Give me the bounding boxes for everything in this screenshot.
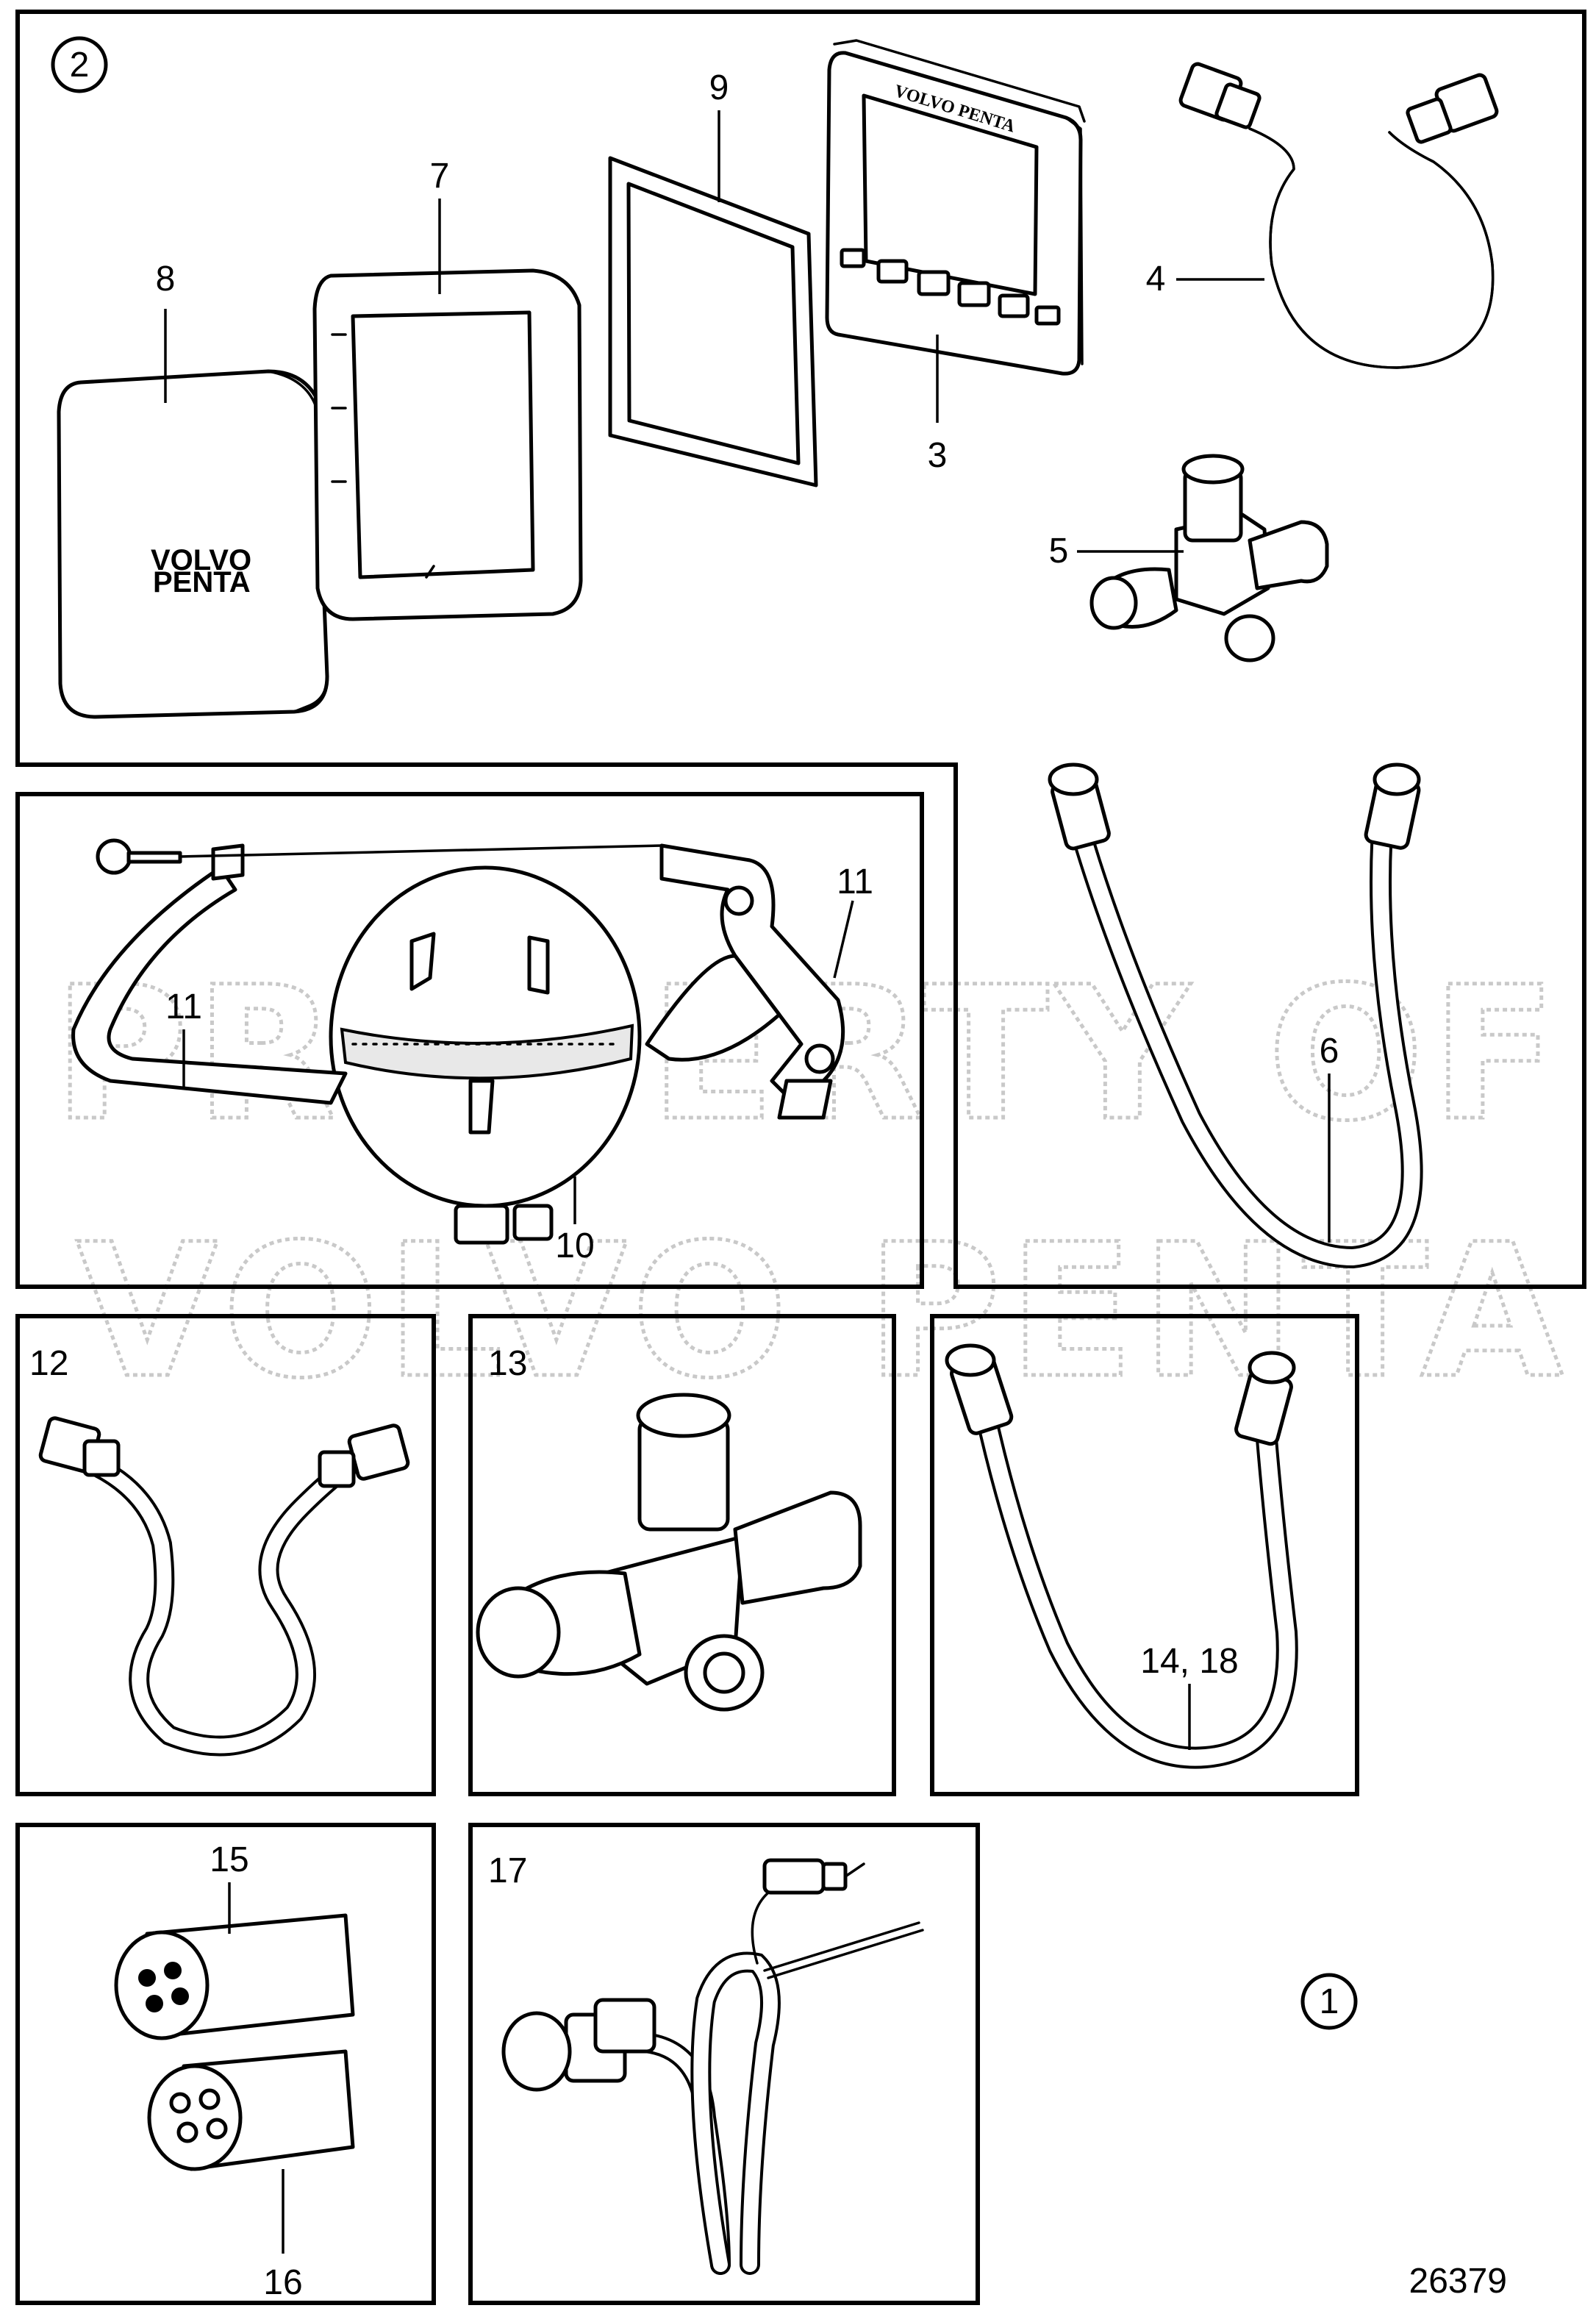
group-marker-bottom: 1 bbox=[1300, 1973, 1358, 2030]
callout-17: 17 bbox=[488, 1851, 527, 1890]
cover-brand-line-1: VOLVO bbox=[151, 544, 251, 576]
svg-text:1: 1 bbox=[1320, 1982, 1339, 2021]
callout-8: 8 bbox=[156, 260, 176, 299]
callout-10: 10 bbox=[555, 1226, 594, 1265]
callout-7: 7 bbox=[430, 157, 450, 196]
leader-lines bbox=[164, 110, 1331, 2254]
callout-4: 4 bbox=[1146, 260, 1166, 299]
callouts: 8 7 9 3 4 5 6 11 11 10 12 13 14, 18 15 1… bbox=[29, 68, 1507, 2302]
group-frame-main bbox=[15, 10, 1586, 1289]
callout-12: 12 bbox=[29, 1344, 68, 1383]
part-17-harness bbox=[501, 1858, 924, 2275]
part-12-cable bbox=[38, 1416, 410, 1757]
group-frame-17 bbox=[468, 1823, 980, 2305]
part-11-bracket-left bbox=[71, 838, 348, 1105]
part-4-cable bbox=[1178, 62, 1499, 369]
callout-16: 16 bbox=[263, 2263, 302, 2302]
callout-14-18: 14, 18 bbox=[1140, 1642, 1238, 1681]
group-frame-15-16 bbox=[15, 1823, 436, 2305]
callout-3: 3 bbox=[928, 436, 948, 475]
callout-6: 6 bbox=[1320, 1032, 1339, 1071]
group-frame-14-18 bbox=[930, 1314, 1359, 1796]
callout-13: 13 bbox=[488, 1344, 527, 1383]
callout-11-right: 11 bbox=[837, 862, 873, 901]
cover-brand-line-2: PENTA bbox=[153, 566, 251, 599]
part-11-bracket-right bbox=[645, 843, 845, 1120]
part-6-cable bbox=[1048, 762, 1423, 1269]
part-13-t-connector bbox=[476, 1393, 862, 1712]
svg-text:2: 2 bbox=[70, 46, 90, 85]
display-keypad bbox=[840, 248, 1061, 326]
part-15-plug-male bbox=[114, 1913, 355, 2040]
callout-11-left: 11 bbox=[165, 987, 202, 1026]
part-7-bezel bbox=[312, 268, 583, 621]
part-14-18-cable bbox=[945, 1343, 1298, 1769]
watermark-line-2: VOLVO PENTA bbox=[76, 1204, 1571, 1418]
drawing-number: 26379 bbox=[1409, 2262, 1507, 2301]
group-marker-top: 2 bbox=[51, 36, 108, 93]
callout-5: 5 bbox=[1049, 532, 1069, 571]
callout-15: 15 bbox=[210, 1840, 248, 1879]
group-frame-13 bbox=[468, 1314, 896, 1796]
part-5-t-connector bbox=[1089, 454, 1329, 662]
group-frame-compass bbox=[15, 792, 924, 1289]
part-3-display: VOLVO PENTA bbox=[825, 39, 1086, 376]
part-16-plug-female bbox=[147, 2049, 355, 2171]
part-9-gasket bbox=[608, 156, 818, 487]
callout-9: 9 bbox=[709, 68, 729, 107]
part-10-compass bbox=[329, 865, 642, 1245]
part-8-cover: VOLVO PENTA bbox=[57, 369, 329, 719]
group-frame-12 bbox=[15, 1314, 436, 1796]
screw-axis-line bbox=[179, 844, 662, 858]
